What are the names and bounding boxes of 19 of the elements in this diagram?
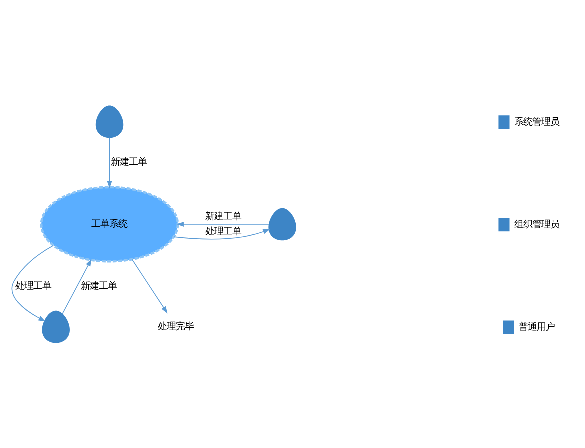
edge-label: 新建工单 bbox=[111, 156, 148, 168]
edge-label: 新建工单 bbox=[206, 210, 242, 222]
legend-label: 普通用户 bbox=[519, 321, 556, 332]
arrow bbox=[174, 228, 270, 240]
edge-label: 处理工单 bbox=[206, 226, 242, 237]
edge-label: 新建工单 bbox=[81, 280, 118, 292]
node-ellipse: 工单系统 bbox=[40, 186, 180, 262]
legend-label: 组织管理员 bbox=[514, 218, 560, 230]
node-person bbox=[42, 310, 70, 343]
node-person bbox=[96, 105, 124, 138]
arrow bbox=[12, 244, 54, 322]
arrow bbox=[107, 136, 112, 188]
arrow bbox=[62, 258, 92, 314]
arrow bbox=[176, 222, 270, 226]
node-person bbox=[268, 208, 296, 240]
node-text: 处理完毕 bbox=[158, 321, 194, 332]
edge-label: 处理工单 bbox=[16, 280, 52, 292]
arrow bbox=[132, 258, 168, 314]
legend-label: 系统管理员 bbox=[514, 116, 560, 128]
